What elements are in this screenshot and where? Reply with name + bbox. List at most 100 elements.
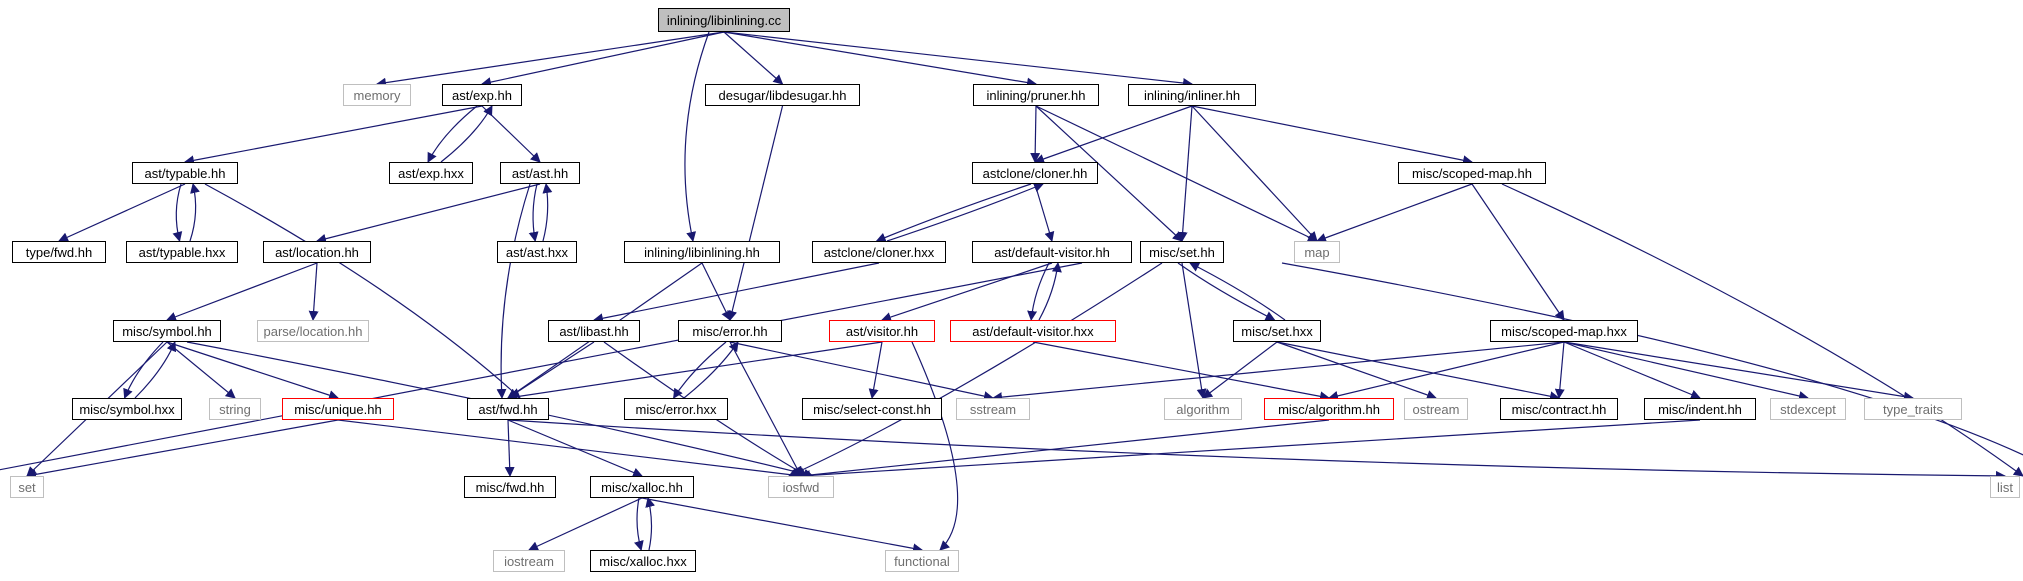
edge-root-to-desugar [723, 31, 784, 85]
node-typable-hh[interactable]: ast/typable.hh [132, 162, 238, 184]
edge-root-to-ast-exp-hh [481, 31, 725, 87]
edge-inliner-to-cloner-hh [1034, 105, 1193, 164]
node-desugar[interactable]: desugar/libdesugar.hh [705, 84, 860, 106]
edge-xalloc-hh-to-iostream [528, 497, 643, 551]
node-scoped-map-hxx[interactable]: misc/scoped-map.hxx [1490, 320, 1638, 342]
node-exp-hxx[interactable]: ast/exp.hxx [389, 162, 473, 184]
node-typable-hxx[interactable]: ast/typable.hxx [126, 241, 238, 263]
edge-ast-exp-hh-to-typable-hh [184, 105, 483, 166]
edge-set-hh-to-set-hxx [1177, 262, 1276, 321]
edge-ast-fwd-to-list [507, 419, 2006, 481]
node-ast-hh[interactable]: ast/ast.hh [500, 162, 580, 184]
node-unique-hh[interactable]: misc/unique.hh [282, 398, 394, 420]
edge-typable-hh-to-ast-fwd [204, 183, 521, 399]
edge-symbol-hh-to-string [166, 341, 236, 399]
edge-scoped-map-hh-to-scoped-map-hxx [1471, 183, 1565, 321]
node-memory: memory [343, 84, 411, 106]
node-libast[interactable]: ast/libast.hh [548, 320, 640, 342]
edge-xalloc-hh-to-xalloc-hxx [634, 497, 644, 551]
edge-scoped-map-hh-to-list [1501, 183, 2023, 477]
node-symbol-hxx[interactable]: misc/symbol.hxx [72, 398, 182, 420]
edge-symbol-hh-to-symbol-hxx [123, 341, 164, 399]
edge-root-to-pruner [723, 31, 1037, 88]
node-misc-fwd[interactable]: misc/fwd.hh [464, 476, 556, 498]
edge-default-visitor-hh-to-default-visitor-hxx [1027, 262, 1050, 321]
node-libinlining-hh[interactable]: inlining/libinlining.hh [624, 241, 780, 263]
node-default-visitor-hh[interactable]: ast/default-visitor.hh [972, 241, 1132, 263]
edge-location-hh-to-symbol-hh [166, 262, 318, 322]
edge-libinlining-hh-to-error-hh [701, 262, 731, 321]
node-iosfwd: iosfwd [768, 476, 834, 498]
edge-scoped-map-hxx-to-algorithm-hh [1328, 341, 1565, 401]
node-algorithm-hh[interactable]: misc/algorithm.hh [1264, 398, 1394, 420]
node-indent[interactable]: misc/indent.hh [1644, 398, 1756, 420]
edge-cloner-hxx-to-cloner-hh [886, 182, 1044, 242]
node-sstream: sstream [956, 398, 1030, 420]
node-cloner-hh[interactable]: astclone/cloner.hh [972, 162, 1098, 184]
edge-ast-exp-hh-to-ast-hh [481, 105, 541, 163]
node-string: string [209, 398, 261, 420]
edge-scoped-map-hxx-to-type-traits [1563, 341, 1914, 402]
edge-visitor-hh-to-ast-fwd [507, 341, 883, 402]
node-type-fwd[interactable]: type/fwd.hh [12, 241, 106, 263]
edge-cloner-hh-to-default-visitor-hh [1034, 183, 1055, 242]
node-xalloc-hxx[interactable]: misc/xalloc.hxx [590, 550, 696, 572]
node-symbol-hh[interactable]: misc/symbol.hh [113, 320, 221, 342]
node-map: map [1294, 241, 1340, 263]
edge-cloner-hh-to-cloner-hxx [875, 183, 1032, 243]
node-algorithm: algorithm [1164, 398, 1242, 420]
edge-error-hxx-to-error-hh [683, 341, 739, 399]
node-location-hh[interactable]: ast/location.hh [263, 241, 371, 263]
edge-layer [0, 31, 2023, 554]
edge-indent-to-iosfwd [800, 419, 1701, 481]
node-select-const[interactable]: misc/select-const.hh [802, 398, 942, 420]
node-root[interactable]: inlining/libinlining.cc [658, 8, 790, 32]
node-ast-exp-hh[interactable]: ast/exp.hh [442, 84, 522, 106]
edge-ast-hh-to-location-hh [316, 183, 541, 244]
edge-cloner-hxx-to-libast [593, 262, 880, 324]
edge-symbol-hh-to-unique-hh [166, 341, 339, 400]
edge-root-to-memory [376, 31, 725, 88]
edge-unique-hh-to-set [26, 419, 339, 480]
edge-inliner-to-scoped-map-hh [1191, 105, 1473, 166]
edge-default-visitor-hxx-to-algorithm-hh [1032, 341, 1330, 402]
node-inliner[interactable]: inlining/inliner.hh [1128, 84, 1256, 106]
edge-scoped-map-hxx-to-stdexcept [1563, 341, 1809, 401]
edge-xalloc-hxx-to-xalloc-hh [645, 497, 656, 551]
node-type-traits: type_traits [1864, 398, 1962, 420]
edge-algorithm-hh-to-iosfwd [800, 419, 1330, 481]
node-visitor-hh[interactable]: ast/visitor.hh [829, 320, 935, 342]
node-set-hxx[interactable]: misc/set.hxx [1233, 320, 1321, 342]
node-pruner[interactable]: inlining/pruner.hh [973, 84, 1099, 106]
edge-exp-hxx-to-ast-exp-hh [440, 105, 493, 163]
edge-root-to-inliner [723, 31, 1193, 88]
edge-ast-hh-to-ast-hxx [528, 183, 539, 242]
node-error-hh[interactable]: misc/error.hh [678, 320, 782, 342]
edge-scoped-map-hxx-to-sstream [992, 341, 1565, 403]
node-iostream: iostream [493, 550, 565, 572]
node-xalloc-hh[interactable]: misc/xalloc.hh [590, 476, 694, 498]
edge-inliner-to-map [1191, 105, 1318, 242]
node-scoped-map-hh[interactable]: misc/scoped-map.hh [1398, 162, 1546, 184]
edge-ast-fwd-to-misc-fwd [504, 419, 515, 477]
node-cloner-hxx[interactable]: astclone/cloner.hxx [812, 241, 946, 263]
node-contract[interactable]: misc/contract.hh [1500, 398, 1618, 420]
edge-ast-hxx-to-ast-hh [542, 183, 553, 242]
edge-ast-hh-to-ast-fwd [496, 183, 531, 399]
edge-visitor-hh-to-functional [911, 341, 959, 551]
node-set-hh[interactable]: misc/set.hh [1140, 241, 1224, 263]
edge-desugar-to-error-hh [727, 105, 784, 321]
edge-set-hxx-to-set-hh [1189, 262, 1286, 321]
edge-typable-hxx-to-typable-hh [189, 183, 200, 242]
edge-typable-hh-to-typable-hxx [172, 183, 183, 242]
node-error-hxx[interactable]: misc/error.hxx [624, 398, 728, 420]
node-ast-hxx[interactable]: ast/ast.hxx [497, 241, 577, 263]
edge-visitor-hh-to-select-const [868, 341, 883, 399]
edge-typable-hh-to-type-fwd [58, 183, 186, 242]
node-default-visitor-hxx[interactable]: ast/default-visitor.hxx [950, 320, 1116, 342]
edge-scoped-map-hxx-to-indent [1563, 341, 1701, 400]
node-ast-fwd[interactable]: ast/fwd.hh [467, 398, 549, 420]
node-set: set [10, 476, 44, 498]
